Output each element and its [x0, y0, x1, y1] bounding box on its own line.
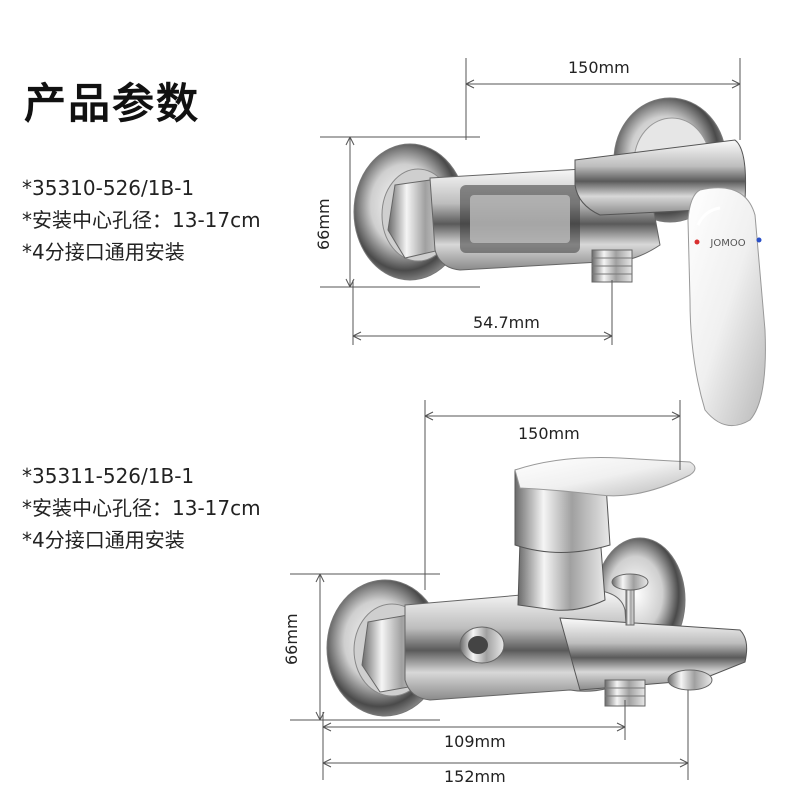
cold-indicator-icon [756, 237, 762, 243]
product-1-model: *35310-526/1B-1 [22, 176, 195, 200]
product-1-depth-label: 54.7mm [473, 313, 540, 332]
product-2-specs: *35311-526/1B-1 *安装中心孔径：13-17cm *4分接口通用安… [22, 460, 261, 556]
product-1-interface: *4分接口通用安装 [22, 240, 185, 264]
product-2-interface: *4分接口通用安装 [22, 528, 185, 552]
hot-indicator-icon [694, 239, 700, 245]
product-2-depth-label: 109mm [444, 732, 506, 751]
product-1-height-label: 66mm [314, 198, 333, 250]
page-title: 产品参数 [24, 79, 201, 128]
product-1-brand-logo: JOMOO [709, 238, 745, 249]
product-2-hole-distance: *安装中心孔径：13-17cm [22, 496, 261, 520]
product-1-faucet: JOMOO [353, 97, 766, 427]
product-1-width-label: 150mm [568, 58, 630, 77]
product-2-height-label: 66mm [282, 613, 301, 665]
product-2-total-width-label: 152mm [444, 767, 506, 786]
product-2-faucet [326, 457, 748, 717]
product-1-dimension-lines [320, 58, 741, 345]
product-1-hole-distance: *安装中心孔径：13-17cm [22, 208, 261, 232]
product-1-specs: *35310-526/1B-1 *安装中心孔径：13-17cm *4分接口通用安… [22, 172, 261, 268]
product-2-model: *35311-526/1B-1 [22, 464, 195, 488]
product-2-dimension-lines [290, 400, 689, 780]
product-2-width-label: 150mm [518, 424, 580, 443]
